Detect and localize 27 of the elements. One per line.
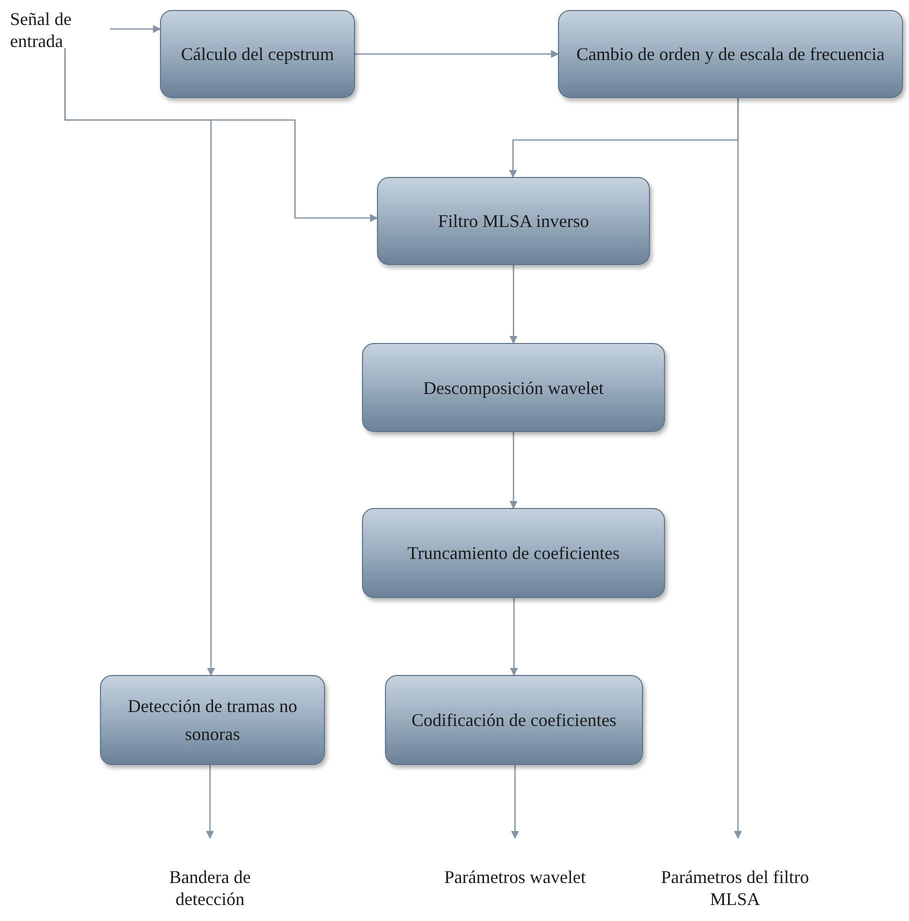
- output-label: Parámetros del filtro MLSA: [660, 866, 810, 910]
- process-box: [558, 10, 903, 98]
- arrow: [511, 765, 519, 839]
- process-box: [385, 675, 643, 765]
- arrow: [734, 98, 742, 839]
- box-label: Detección de tramas no sonoras: [126, 695, 298, 746]
- arrow: [510, 432, 518, 509]
- box-label: Filtro MLSA inverso: [438, 210, 589, 233]
- process-box: [362, 343, 665, 432]
- arrow: [206, 765, 214, 839]
- box-label: Truncamiento de coeficientes: [407, 542, 620, 565]
- arrow: [110, 25, 161, 33]
- process-box: [100, 675, 325, 765]
- box-label: Cálculo del cepstrum: [181, 43, 334, 66]
- process-box: [362, 508, 665, 598]
- box-label: Cambio de orden y de escala de frecuencia: [576, 43, 885, 66]
- process-box: [377, 177, 650, 265]
- arrow: [510, 265, 518, 344]
- arrow: [64, 48, 215, 676]
- input-label: Señal de entrada: [10, 8, 72, 52]
- arrow: [510, 598, 518, 676]
- output-label: Parámetros wavelet: [444, 866, 586, 888]
- box-label: Descomposición wavelet: [423, 376, 604, 400]
- process-box: [160, 10, 355, 98]
- arrow: [355, 50, 559, 58]
- output-label: Bandera de detección: [168, 866, 252, 910]
- box-label: Codificación de coeficientes: [412, 709, 616, 732]
